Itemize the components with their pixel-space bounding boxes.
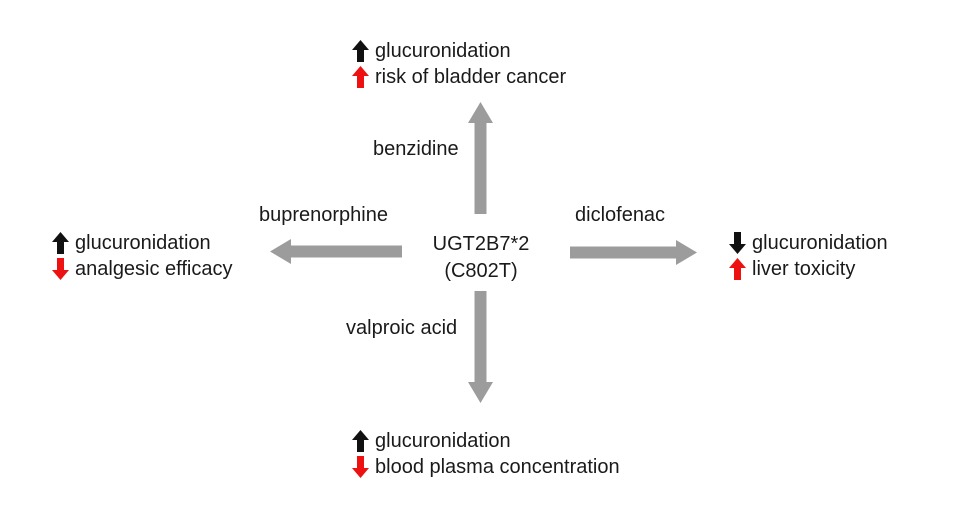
effects-diclofenac: glucuronidation liver toxicity <box>729 230 888 282</box>
effect-row: blood plasma concentration <box>352 454 620 480</box>
bold-down-arrow-icon <box>352 456 369 478</box>
bold-up-arrow-icon <box>352 66 369 88</box>
gray-arrow-up <box>468 102 493 214</box>
effect-text: liver toxicity <box>752 257 856 280</box>
gray-arrow-left <box>270 239 402 264</box>
effect-text: glucuronidation <box>375 429 511 452</box>
effect-row: glucuronidation <box>352 428 620 454</box>
effect-text: analgesic efficacy <box>75 257 233 280</box>
effects-benzidine: glucuronidation risk of bladder cancer <box>352 38 566 90</box>
effect-row: glucuronidation <box>52 230 233 256</box>
bold-up-arrow-icon <box>352 40 369 62</box>
bold-down-arrow-icon <box>729 232 746 254</box>
effect-row: glucuronidation <box>729 230 888 256</box>
effect-row: risk of bladder cancer <box>352 64 566 90</box>
gene-variant: (C802T) <box>444 260 518 282</box>
effects-buprenorphine: glucuronidation analgesic efficacy <box>52 230 233 282</box>
effect-row: analgesic efficacy <box>52 256 233 282</box>
bold-up-arrow-icon <box>729 258 746 280</box>
effect-text: glucuronidation <box>375 39 511 62</box>
gene-name: UGT2B7*2 <box>432 233 530 255</box>
gray-arrow-right <box>570 240 697 265</box>
bold-up-arrow-icon <box>352 430 369 452</box>
effects-valproic-acid: glucuronidation blood plasma concentrati… <box>352 428 620 480</box>
effect-row: liver toxicity <box>729 256 888 282</box>
drug-label-diclofenac: diclofenac <box>575 204 666 226</box>
drug-label-benzidine: benzidine <box>373 138 459 160</box>
effect-text: glucuronidation <box>75 231 211 254</box>
effect-row: glucuronidation <box>352 38 566 64</box>
effect-text: glucuronidation <box>752 231 888 254</box>
bold-down-arrow-icon <box>52 258 69 280</box>
gray-arrow-down <box>468 291 493 403</box>
effect-text: blood plasma concentration <box>375 455 620 478</box>
drug-label-valproic-acid: valproic acid <box>346 317 458 339</box>
drug-label-buprenorphine: buprenorphine <box>259 204 388 226</box>
central-gene-node: UGT2B7*2 (C802T) <box>401 231 561 285</box>
bold-up-arrow-icon <box>52 232 69 254</box>
effect-text: risk of bladder cancer <box>375 65 567 88</box>
